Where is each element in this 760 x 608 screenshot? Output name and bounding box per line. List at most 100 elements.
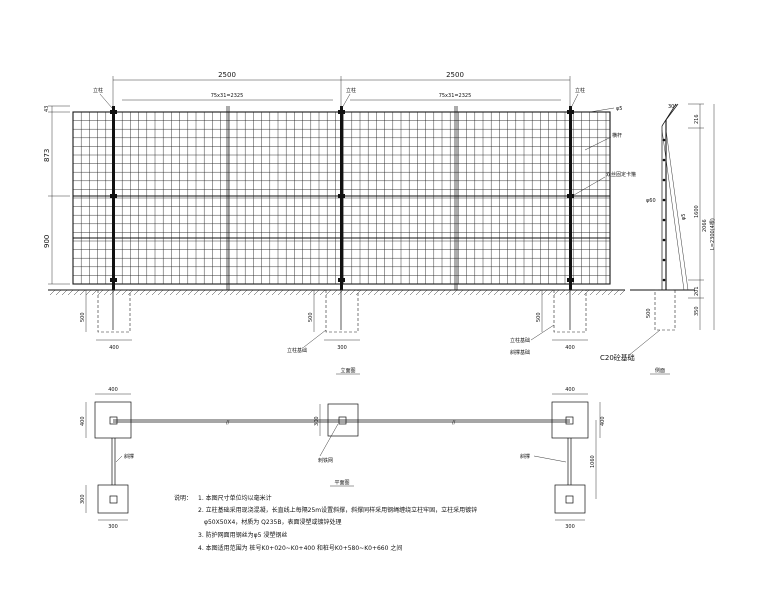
side-view: 30° 216 1600 2066 L=2300(4根) 201 350 500… (600, 103, 716, 375)
ground-hatch-mark (193, 289, 200, 296)
ground-hatch-mark (181, 289, 188, 296)
dim-side-total: 2066 (702, 219, 708, 232)
label-post-left: 立柱 (93, 87, 103, 94)
dim-plan-brace-len: 1060 (590, 455, 596, 468)
ground-hatch-mark (541, 289, 548, 296)
ground-hatch-mark (115, 289, 122, 296)
ground-hatch-mark (73, 289, 80, 296)
label-brace-right: 斜撑 (520, 453, 530, 460)
ground-hatch-mark (139, 289, 146, 296)
ground-hatch-mark (49, 289, 56, 296)
plan-brace-found-left (97, 484, 129, 514)
ground-hatch-mark (223, 289, 230, 296)
dim-top-gap: 43 (44, 106, 50, 112)
note-2a: 2. 立柱基础采用现浇混凝，长直线上每隔25m设置斜撑，斜撑同样采用钢绳缠绕立柱… (198, 506, 477, 514)
ground-hatch-mark (601, 289, 608, 296)
dim-side-mid: 1600 (694, 205, 700, 218)
dim-plan-left-w: 400 (108, 387, 118, 393)
ground-hatch-mark (463, 289, 470, 296)
foundation-middle (325, 289, 359, 333)
dim-mesh-1: 75x31=2325 (211, 93, 244, 99)
dim-side-post: φ60 (646, 198, 656, 204)
ground-hatch-mark (529, 289, 536, 296)
ground-hatch-mark (427, 289, 434, 296)
ground-hatch-mark (247, 289, 254, 296)
notes: 说明： 1. 本图尺寸单位均以毫米计 2. 立柱基础采用现浇混凝，长直线上每隔2… (174, 494, 477, 552)
dim-plan-mid-h: 300 (314, 416, 320, 426)
ground-hatch-mark (607, 289, 614, 296)
ground-hatch-mark (499, 289, 506, 296)
side-title: 侧面 (655, 367, 665, 374)
side-wire-dot (662, 218, 666, 222)
ground-hatch-mark (97, 289, 104, 296)
dim-side-top: 216 (694, 114, 700, 124)
ground-hatch-mark (373, 289, 380, 296)
ground-hatch-mark (409, 289, 416, 296)
dim-found-w-right: 400 (565, 345, 575, 351)
plan-title: 平面图 (334, 480, 349, 486)
ground-hatch-mark (379, 289, 386, 296)
dim-span-2: 2500 (446, 71, 464, 79)
label-plan-mesh: 刺铁网 (318, 457, 333, 464)
ground-hatch-mark (403, 289, 410, 296)
foundation-left (97, 289, 131, 333)
side-wire-dot (662, 138, 666, 142)
dim-side-rod: φ5 (681, 214, 687, 220)
dim-found-w-mid: 300 (337, 345, 347, 351)
dim-plan-brace-h: 300 (80, 494, 86, 504)
side-wire-dots (662, 138, 666, 282)
ground-hatch-mark (301, 289, 308, 296)
side-wire-dot (662, 158, 666, 162)
ground-hatch-mark (61, 289, 68, 296)
ground-hatch-mark (481, 289, 488, 296)
ground-hatch-mark (391, 289, 398, 296)
side-wire-dot (662, 178, 666, 182)
ground-hatch-mark (91, 289, 98, 296)
ground-hatch-mark (151, 289, 158, 296)
ground-hatch-mark (163, 289, 170, 296)
ground-hatch-mark (355, 289, 362, 296)
ground-hatch-mark (283, 289, 290, 296)
label-wire: φ5 (616, 106, 622, 112)
ground-hatch-mark (595, 289, 602, 296)
ground-hatch-mark (313, 289, 320, 296)
ground-hatch-mark (253, 289, 260, 296)
plan-found-left (94, 401, 132, 439)
ground-hatch (49, 289, 626, 296)
mesh-grid (72, 111, 610, 285)
label-found-right2: 斜撑基础 (510, 349, 530, 356)
ground-hatch-mark (85, 289, 92, 296)
ground-hatch-mark (133, 289, 140, 296)
ground-hatch-mark (361, 289, 368, 296)
ground-hatch-mark (79, 289, 86, 296)
break-mark-2: // (452, 420, 456, 426)
label-frame: 横杆 (612, 132, 622, 139)
ground-hatch-mark (127, 289, 134, 296)
notes-heading: 说明： (174, 494, 192, 502)
label-post-right: 立柱 (575, 87, 585, 94)
ground-hatch-mark (535, 289, 542, 296)
ground-hatch-mark (619, 289, 626, 296)
ground-hatch-mark (265, 289, 272, 296)
ground-hatch-mark (67, 289, 74, 296)
plan-found-mid (327, 403, 359, 437)
ground-hatch-mark (415, 289, 422, 296)
ground-hatch-mark (187, 289, 194, 296)
clamps (110, 110, 574, 282)
ground-hatch-mark (547, 289, 554, 296)
dim-span-1: 2500 (218, 71, 236, 79)
ground-hatch-mark (217, 289, 224, 296)
ground-hatch-mark (397, 289, 404, 296)
ground-hatch-mark (241, 289, 248, 296)
dim-plan-brace-w-right: 300 (565, 524, 575, 530)
side-foundation (654, 289, 676, 331)
dim-side-below2: 500 (646, 308, 652, 318)
ground-hatch-mark (613, 289, 620, 296)
ground-hatch-mark (457, 289, 464, 296)
dim-side-below1: 350 (694, 306, 700, 316)
note-1: 1. 本图尺寸单位均以毫米计 (198, 494, 272, 502)
plan-brace-found-right (554, 484, 586, 514)
dim-plan-right-w: 400 (565, 387, 575, 393)
ground-hatch-mark (211, 289, 218, 296)
